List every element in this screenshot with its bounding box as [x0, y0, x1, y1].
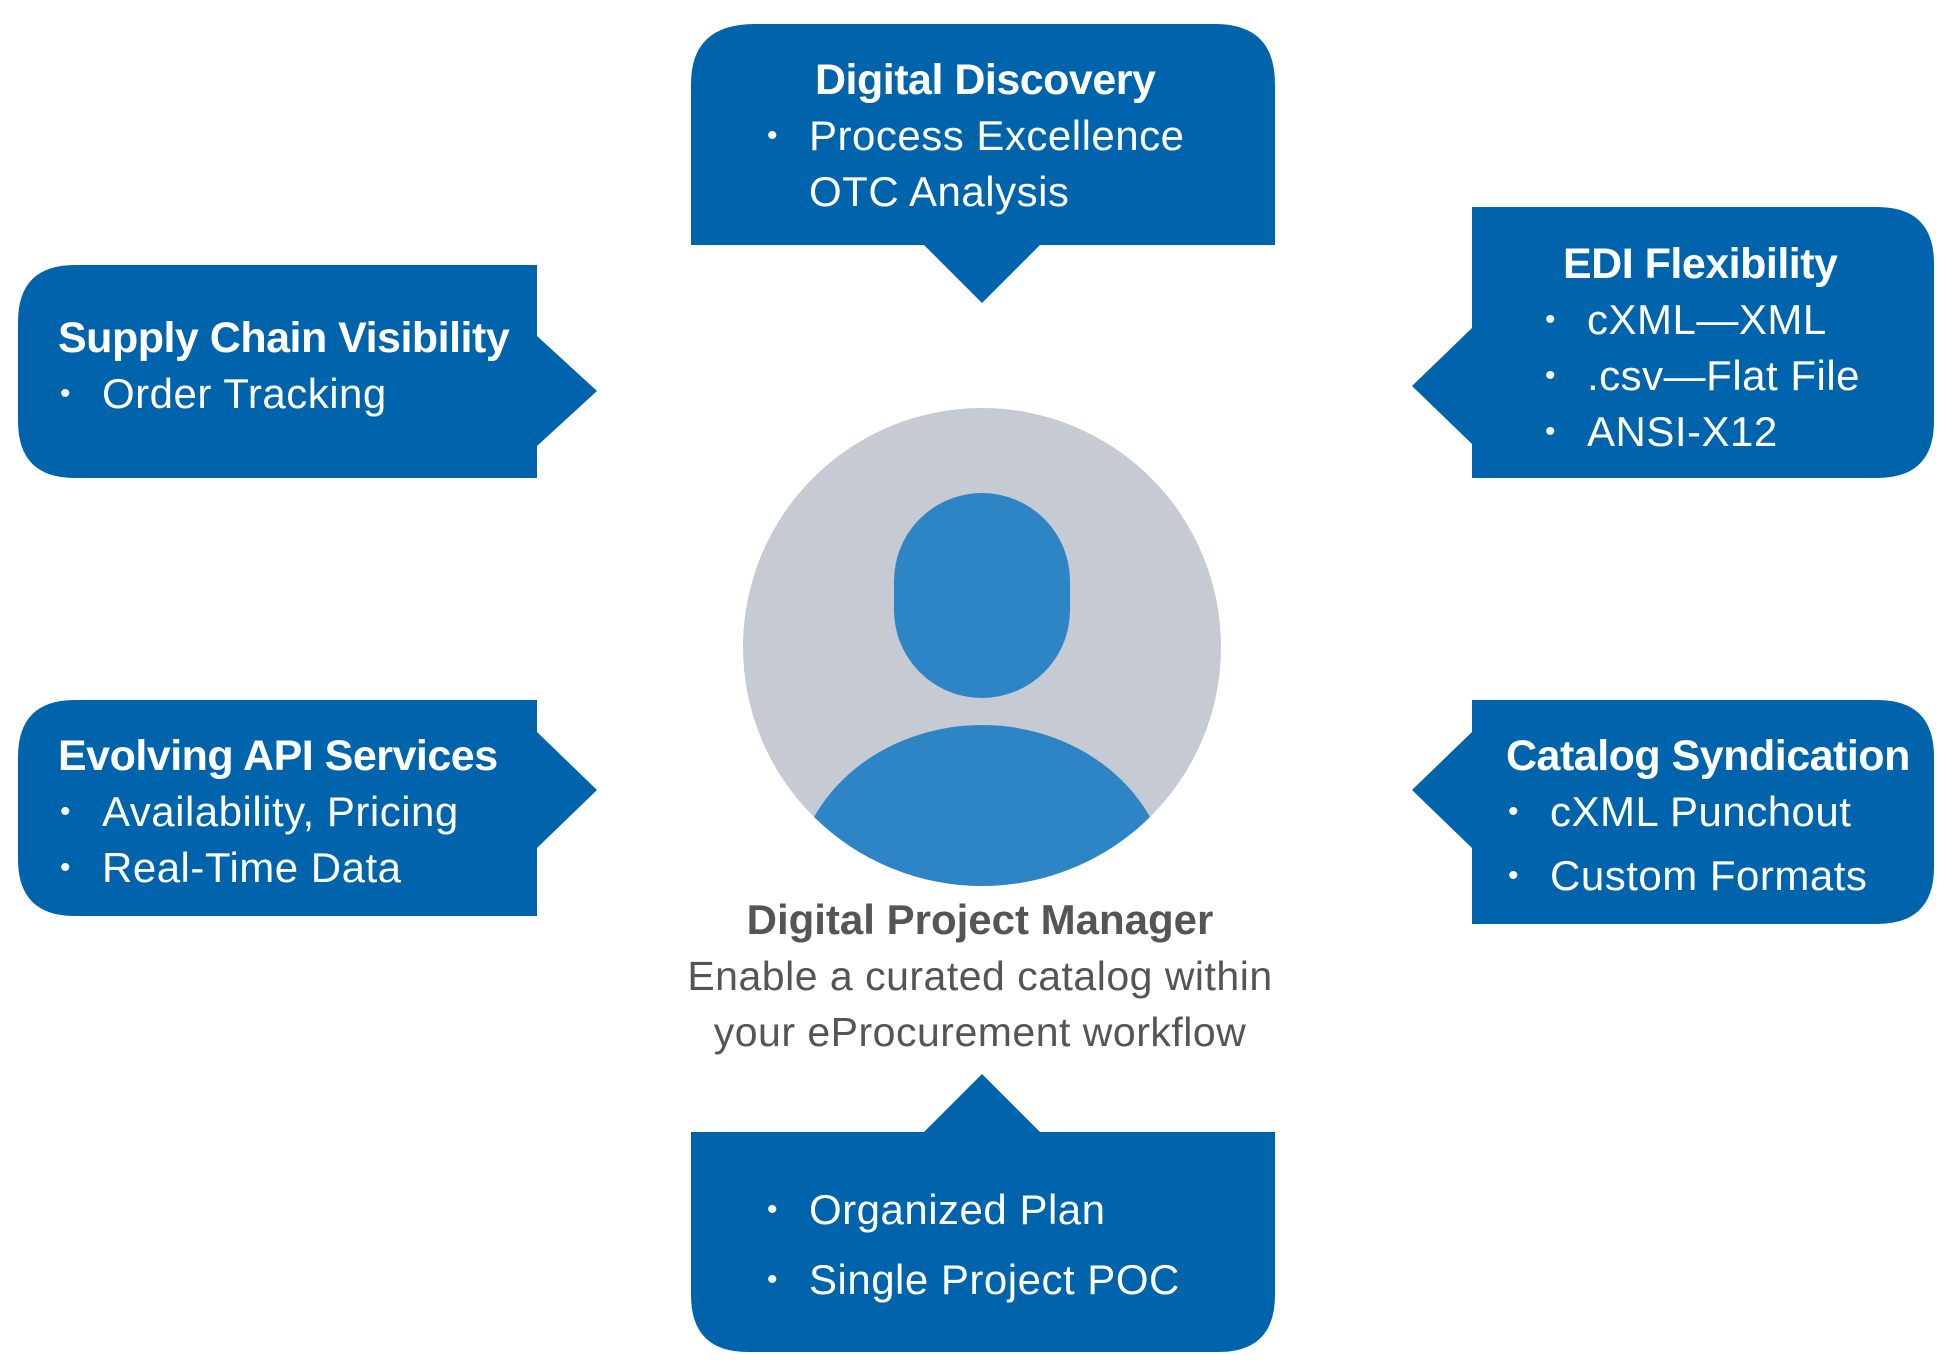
digital-discovery-content: Digital Discovery Process ExcellenceOTC … [765, 52, 1185, 220]
center-title: Digital Project Manager [746, 896, 1214, 943]
list-item: Single Project POC [765, 1252, 1180, 1308]
catalog-content: Catalog Syndication cXML Punchout Custom… [1506, 728, 1910, 904]
list-item: Real-Time Data [58, 840, 498, 896]
center-line-1: Enable a curated catalog within [687, 953, 1273, 999]
api-list: Availability, Pricing Real-Time Data [58, 784, 498, 896]
list-item: Custom Formats [1506, 848, 1910, 904]
list-item: cXML Punchout [1506, 784, 1910, 840]
list-item: .csv—Flat File [1543, 348, 1860, 404]
supply-chain-content: Supply Chain Visibility Order Tracking [58, 310, 510, 422]
catalog-list: cXML Punchout Custom Formats [1506, 784, 1910, 904]
supply-chain-list: Order Tracking [58, 366, 509, 422]
list-item: Availability, Pricing [58, 784, 498, 840]
list-item: Order Tracking [58, 366, 509, 422]
center-line-2: your eProcurement workflow [713, 1009, 1247, 1055]
supply-chain-title: Supply Chain Visibility [58, 314, 510, 362]
user-avatar-icon [743, 408, 1221, 886]
edi-title: EDI Flexibility [1563, 240, 1838, 288]
list-item: Organized Plan [765, 1182, 1180, 1238]
edi-content: EDI Flexibility cXML—XML .csv—Flat File … [1543, 236, 1860, 460]
edi-list: cXML—XML .csv—Flat File ANSI-X12 [1543, 292, 1860, 460]
api-content: Evolving API Services Availability, Pric… [58, 728, 498, 896]
catalog-title: Catalog Syndication [1506, 732, 1910, 780]
bottom-content: Organized Plan Single Project POC [765, 1182, 1180, 1308]
api-title: Evolving API Services [58, 732, 498, 780]
digital-discovery-title: Digital Discovery [815, 56, 1156, 104]
list-item: cXML—XML [1543, 292, 1860, 348]
list-item: ANSI-X12 [1543, 404, 1860, 460]
center-caption: Digital Project Manager Enable a curated… [580, 892, 1380, 1060]
bottom-list: Organized Plan Single Project POC [765, 1182, 1180, 1308]
